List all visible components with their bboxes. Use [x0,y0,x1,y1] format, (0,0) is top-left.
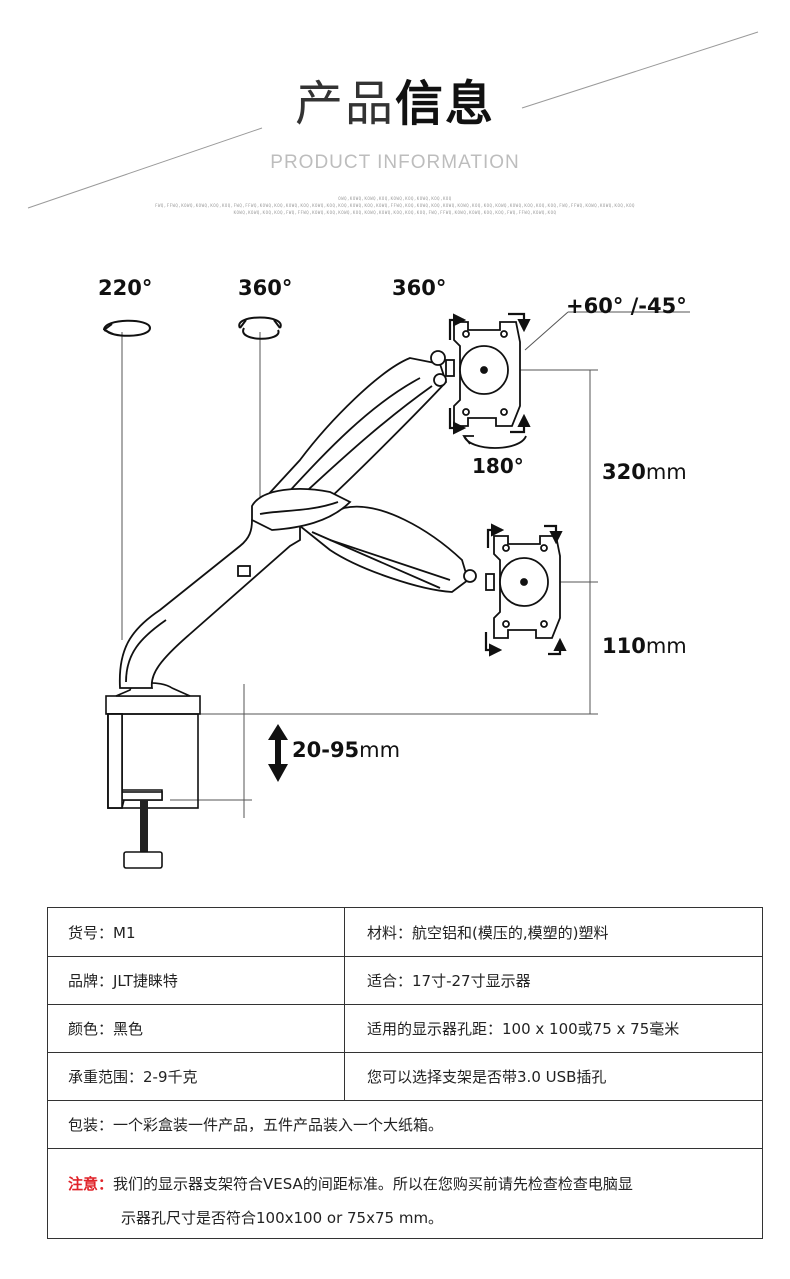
tilt-label: +60° /-45° [566,294,687,318]
dimension-lines [120,311,690,818]
elbow-joint [251,488,352,531]
lower-plate-arrows [484,523,567,657]
upper-vesa-plate [445,321,521,427]
clamp-range-arrow [268,724,288,782]
spec-load: 承重范围：2-9千克 [48,1053,345,1100]
clamp-range-label: 20-95mm [292,738,400,762]
table-row-note: 注意：我们的显示器支架符合VESA的间距标准。所以在您购买前请先检查检查电脑显 … [48,1148,762,1238]
product-diagram: 220° 360° 360° +60° /-45° 180° 320mm 110… [0,230,790,900]
header-decoration-lines [27,31,759,209]
lower-height-unit: mm [645,634,687,658]
upper-height-value: 320 [602,460,646,484]
note-text-2: 示器孔尺寸是否符合100x100 or 75x75 mm。 [121,1209,444,1227]
upper-height-unit: mm [645,460,687,484]
spec-brand: 品牌：JLT捷睐特 [48,957,345,1004]
table-row: 承重范围：2-9千克 您可以选择支架是否带3.0 USB插孔 [48,1052,762,1100]
upper-gas-arm [252,350,448,523]
spec-color: 颜色：黑色 [48,1005,345,1052]
note-text-1: 我们的显示器支架符合VESA的间距标准。所以在您购买前请先检查检查电脑显 [113,1175,633,1193]
spec-table: 货号：M1 材料：航空铝和(模压的,模塑的)塑料 品牌：JLT捷睐特 适合：17… [47,907,763,1239]
table-row: 颜色：黑色 适用的显示器孔距：100 x 100或75 x 75毫米 [48,1004,762,1052]
clamp-range-unit: mm [359,738,401,762]
lower-gas-arm [298,505,477,593]
spec-packaging: 包装：一个彩盒装一件产品，五件产品装入一个大纸箱。 [68,1116,444,1134]
title-light: 产品 [294,76,395,132]
note-label: 注意： [68,1175,114,1193]
title-bold: 信息 [395,76,496,132]
micro-text-line-3: KOWQ,KOWQ,KOQ,KOQ,FWQ,FFWQ,KOWQ,KOQ,KOWQ… [233,210,557,215]
section-header: 产品信息 PRODUCT INFORMATION OWQ,KOWQ,KOWQ,K… [0,0,790,230]
lower-height-value: 110 [602,634,646,658]
section-title: 产品信息 [0,74,790,134]
spec-material: 材料：航空铝和(模压的,模塑的)塑料 [367,923,609,942]
spec-vesa: 适用的显示器孔距：100 x 100或75 x 75毫米 [367,1020,680,1038]
swivel-arrow [462,435,527,449]
table-row: 包装：一个彩盒装一件产品，五件产品装入一个大纸箱。 [48,1100,762,1148]
section-subtitle: PRODUCT INFORMATION [270,152,520,173]
arm-pole [118,519,301,689]
base-rotation-label: 220° [98,276,153,300]
note-line-1: 注意：我们的显示器支架符合VESA的间距标准。所以在您购买前请先检查检查电脑显 [68,1167,633,1201]
table-row: 货号：M1 材料：航空铝和(模压的,模塑的)塑料 [48,908,762,956]
spec-model: 货号：M1 [48,908,345,956]
lower-vesa-plate [485,535,561,639]
upper-height-label: 320mm [602,460,687,484]
clamp-screw [123,800,163,869]
micro-text-line-2: FWQ,FFWQ,KOWQ,KOWQ,KOQ,KOQ,FWQ,FFWQ,KOWQ… [155,203,635,208]
micro-text-line-1: OWQ,KOWQ,KOWQ,KOQ,KOWQ,KOQ,KOWQ,KOQ,KOQ [338,196,452,201]
clamp-body [107,713,123,809]
note-block: 注意：我们的显示器支架符合VESA的间距标准。所以在您购买前请先检查检查电脑显 … [48,1149,653,1235]
spec-fit: 适合：17寸-27寸显示器 [367,972,531,990]
spec-usb: 您可以选择支架是否带3.0 USB插孔 [367,1068,607,1086]
arm-rotation-label: 360° [238,276,293,300]
swivel-label: 180° [472,454,524,478]
lower-height-label: 110mm [602,634,687,658]
table-row: 品牌：JLT捷睐特 适合：17寸-27寸显示器 [48,956,762,1004]
upper-plate-arrows [448,312,531,435]
rotation-icon-base [103,319,152,337]
clamp-range-value: 20-95 [292,738,360,762]
rotation-icon-arm [238,316,282,340]
head-rotation-label: 360° [392,276,447,300]
monitor-arm-drawing [103,311,690,869]
